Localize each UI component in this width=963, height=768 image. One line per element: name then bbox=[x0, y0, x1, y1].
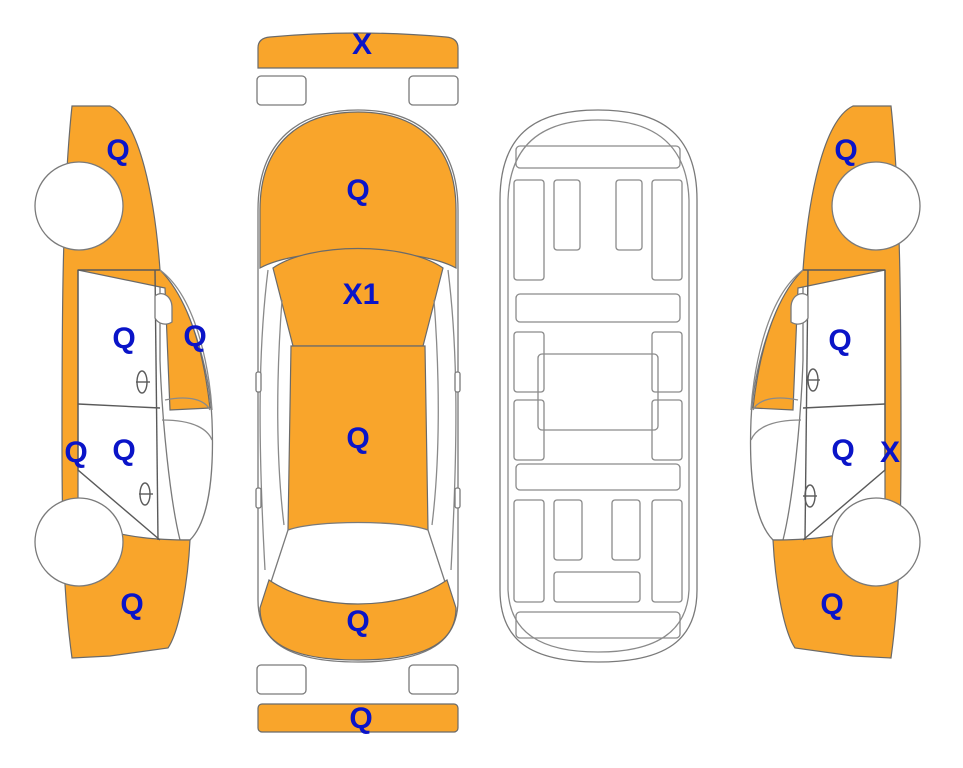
mark-right-front-door[interactable]: Q bbox=[828, 324, 851, 357]
underside-outline bbox=[499, 109, 698, 663]
underside-view bbox=[499, 109, 698, 663]
left-front-wheel bbox=[34, 161, 124, 251]
left-rear-wheel bbox=[34, 497, 124, 587]
right-rear-door-handle bbox=[803, 484, 817, 508]
rear-bumper-panel[interactable] bbox=[257, 703, 459, 733]
mark-windshield[interactable]: X1 bbox=[343, 278, 380, 311]
mark-right-rear-quarter[interactable]: Q bbox=[820, 588, 843, 621]
left-rear-door-handle bbox=[139, 482, 153, 506]
right-front-wheel bbox=[831, 161, 921, 251]
mark-left-rear-quarter[interactable]: Q bbox=[120, 588, 143, 621]
mark-left-front-fender[interactable]: Q bbox=[106, 134, 129, 167]
mark-trunk[interactable]: Q bbox=[346, 605, 369, 638]
left-side-view bbox=[34, 105, 214, 659]
windshield-panel[interactable] bbox=[272, 247, 444, 347]
front-left-headlight bbox=[256, 75, 307, 106]
rear-window bbox=[270, 521, 446, 606]
right-front-door-handle bbox=[806, 368, 820, 392]
right-rear-wheel bbox=[831, 497, 921, 587]
top-view bbox=[255, 32, 461, 733]
rear-right-taillight bbox=[408, 664, 459, 695]
trunk-panel[interactable] bbox=[259, 579, 457, 661]
mark-rear-bumper[interactable]: Q bbox=[349, 702, 372, 735]
mark-left-rocker[interactable]: Q bbox=[64, 436, 87, 469]
mark-left-front-window[interactable]: Q bbox=[183, 320, 206, 353]
mark-left-front-door[interactable]: Q bbox=[112, 322, 135, 355]
mark-hood[interactable]: Q bbox=[346, 174, 369, 207]
front-bumper-panel[interactable] bbox=[257, 32, 459, 69]
rear-left-taillight bbox=[256, 664, 307, 695]
right-side-view bbox=[749, 105, 921, 659]
right-mirror bbox=[790, 293, 809, 325]
mark-left-rear-door[interactable]: Q bbox=[112, 434, 135, 467]
damage-marks: X Q X1 Q Q Q Q Q Q Q Q Q Q Q Q X Q bbox=[64, 28, 900, 735]
left-front-door-handle bbox=[136, 370, 150, 394]
mark-right-rocker[interactable]: X bbox=[880, 436, 900, 469]
mark-right-rear-door[interactable]: Q bbox=[831, 434, 854, 467]
mark-roof[interactable]: Q bbox=[346, 422, 369, 455]
front-right-headlight bbox=[408, 75, 459, 106]
mark-front-bumper[interactable]: X bbox=[352, 28, 372, 61]
left-mirror bbox=[154, 293, 173, 325]
mark-right-front-fender[interactable]: Q bbox=[834, 134, 857, 167]
